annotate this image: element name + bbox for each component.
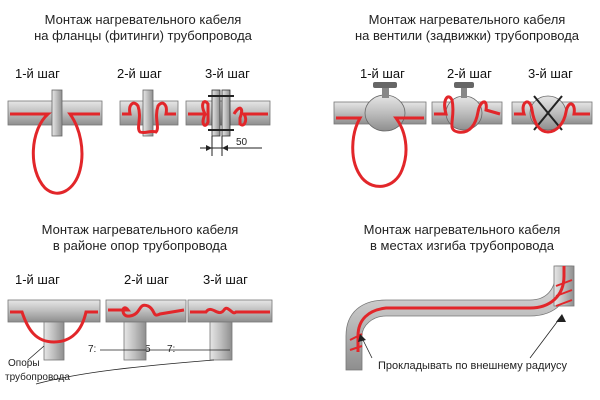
valves-title-line1: Монтаж нагревательного кабеля: [368, 12, 566, 27]
valves-step-1: 1-й шаг: [360, 66, 405, 81]
heating-cable: [188, 100, 268, 127]
arrow-head: [358, 314, 566, 342]
supports-title-line2: в районе опор трубопровода: [52, 238, 228, 253]
leader-line: [529, 317, 561, 359]
valves-title-line2: на вентили (задвижки) трубопровода: [354, 28, 580, 43]
valves-step-3: 3-й шаг: [528, 66, 573, 81]
supports-title-line1: Монтаж нагревательного кабеля: [41, 222, 239, 237]
flanges-title-line2: на фланцы (фитинги) трубопровода: [34, 28, 252, 43]
heating-cable: [108, 303, 185, 318]
flange-step1-group: [7, 89, 103, 195]
heating-cable: [122, 101, 176, 135]
dim-left: 7:: [88, 344, 97, 355]
supports-label: Опоры: [8, 358, 40, 369]
heating-cable: [10, 310, 98, 344]
support-step1-group: [7, 299, 101, 361]
dimension-50: 50: [236, 137, 248, 148]
flange: [51, 89, 63, 137]
support-step3-group: [35, 299, 273, 385]
supports-step-2: 2-й шаг: [124, 272, 169, 287]
flange-step3-group: [185, 89, 271, 156]
flanges-step-2: 2-й шаг: [117, 66, 162, 81]
dim-mid: 5: [145, 344, 151, 355]
valve-cross: [533, 95, 563, 131]
bends-title-line2: в местах изгиба трубопровода: [370, 238, 554, 253]
flange: [211, 89, 221, 137]
pipeline-label: трубопровода: [5, 372, 70, 383]
heating-cable: [514, 100, 590, 134]
bend-group: [345, 265, 575, 371]
bends-title: Монтаж нагревательного кабеля в местах и…: [342, 222, 582, 254]
valve-handwheel: [373, 82, 397, 88]
support-step2-group: [100, 299, 187, 361]
valve-stem: [461, 86, 467, 98]
support-post: [123, 321, 147, 361]
valve-step1-group: [333, 82, 427, 188]
heating-cable: [356, 266, 566, 352]
dimension-arrow: [206, 145, 228, 151]
heating-cable: [190, 306, 270, 315]
valve-step3-group: [511, 95, 593, 134]
valve-stem: [382, 86, 389, 98]
flanges-step-3: 3-й шаг: [205, 66, 250, 81]
flanges-title-line1: Монтаж нагревательного кабеля: [44, 12, 242, 27]
supports-title: Монтаж нагревательного кабеля в районе о…: [20, 222, 260, 254]
cable-wrap-spiral: [349, 279, 573, 351]
flange: [142, 89, 154, 137]
dim-right: 7:: [167, 344, 176, 355]
heating-cable: [434, 95, 501, 134]
supports-step-3: 3-й шаг: [203, 272, 248, 287]
bend-note: Прокладывать по внешнему радиусу: [378, 360, 567, 372]
valves-step-2: 2-й шаг: [447, 66, 492, 81]
valves-title: Монтаж нагревательного кабеля на вентили…: [342, 12, 592, 44]
heating-cable: [10, 112, 100, 195]
supports-step-1: 1-й шаг: [15, 272, 60, 287]
heating-cable: [336, 116, 424, 188]
leader-line: [35, 359, 215, 385]
leader-line: [361, 337, 373, 359]
flange: [221, 89, 231, 137]
flanges-step-1: 1-й шаг: [15, 66, 60, 81]
flanges-title: Монтаж нагревательного кабеля на фланцы …: [28, 12, 258, 44]
bent-pipe: [345, 265, 573, 371]
leader-line: [27, 345, 45, 361]
flange-step2-group: [119, 89, 179, 137]
valve-handwheel: [454, 82, 474, 88]
bends-title-line1: Монтаж нагревательного кабеля: [363, 222, 561, 237]
support-post: [209, 321, 233, 361]
valve-step2-group: [431, 82, 503, 134]
